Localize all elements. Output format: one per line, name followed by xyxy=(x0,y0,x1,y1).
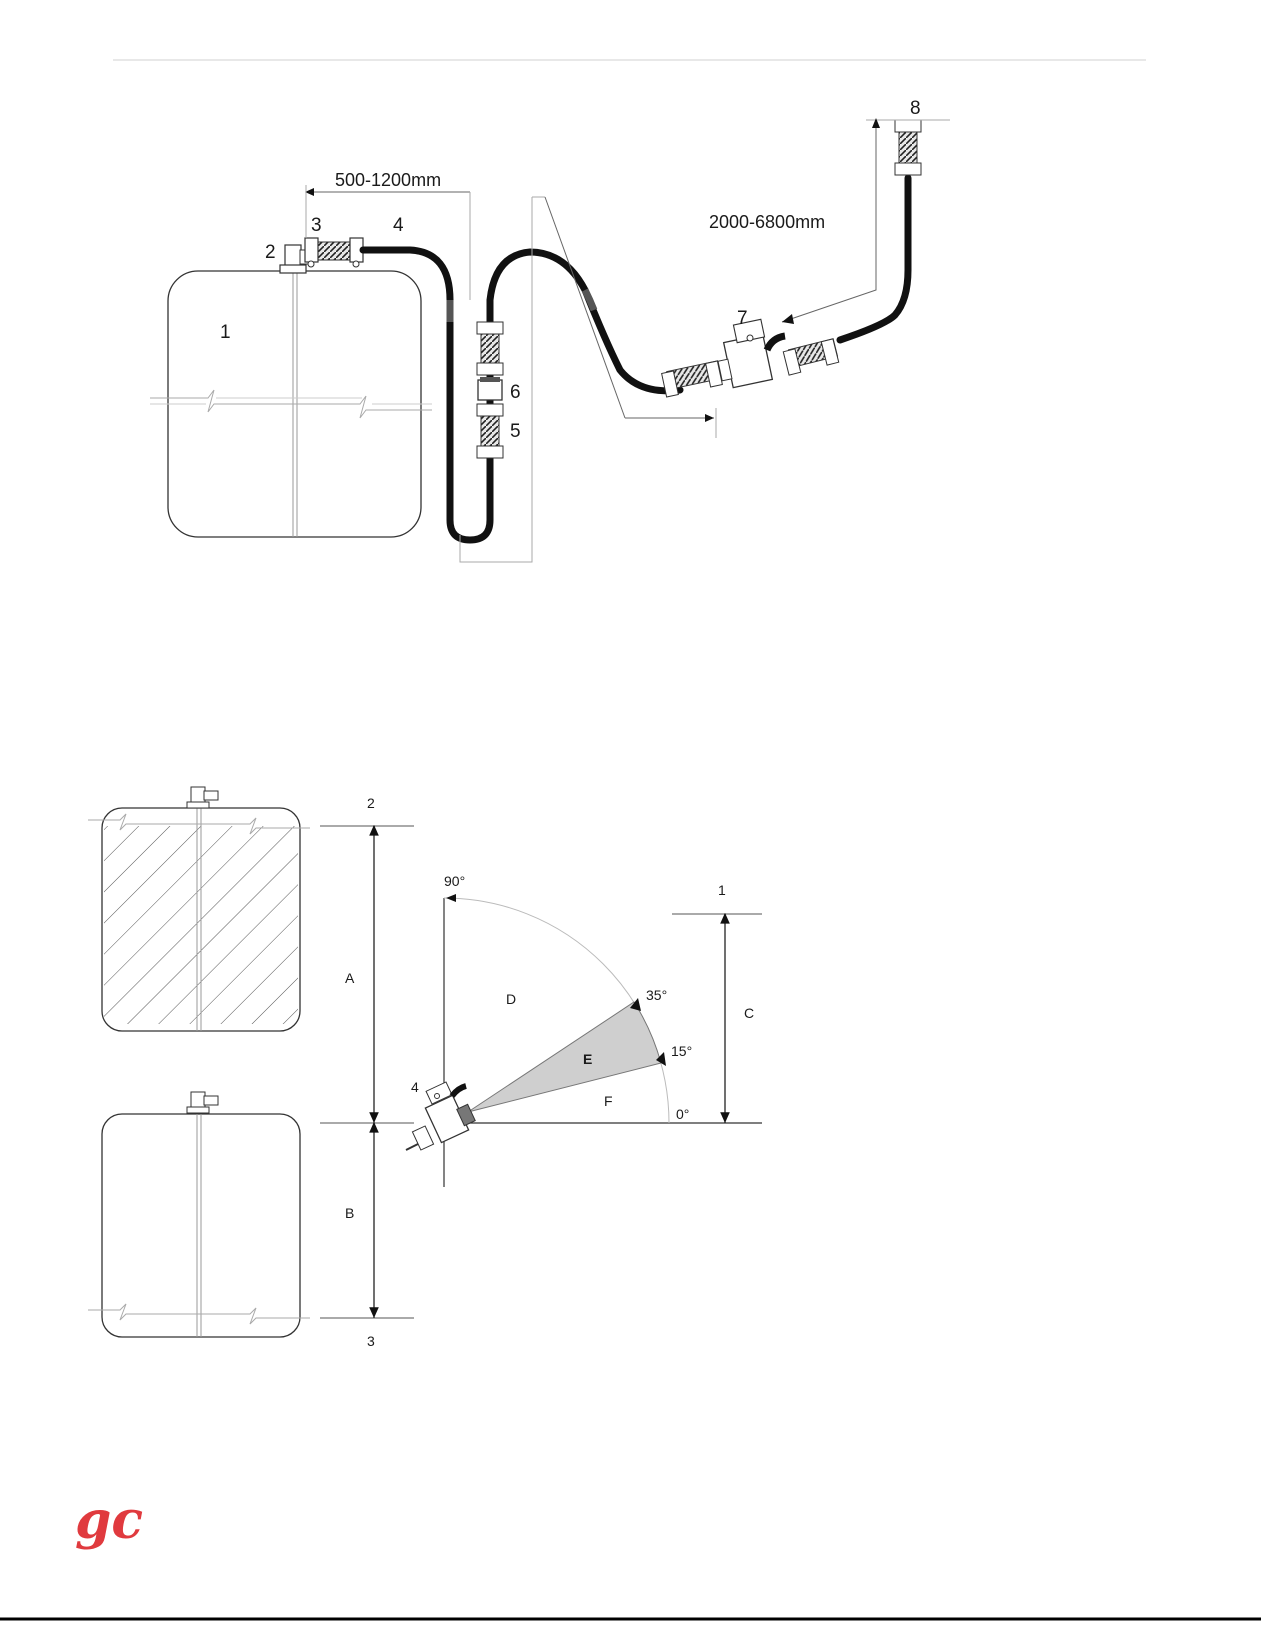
label-1: 1 xyxy=(220,322,231,343)
cable-hose-upper xyxy=(840,178,908,340)
label-1-bottom: 1 xyxy=(718,882,726,898)
angle-diagram: A B 2 3 C D E F 1 4 90 xyxy=(88,787,762,1349)
tank-upper-sender xyxy=(191,787,205,803)
label-f: F xyxy=(604,1093,613,1109)
dim-label-2000-6800: 2000-6800mm xyxy=(709,212,825,232)
label-b: B xyxy=(345,1205,354,1221)
logo-text: gc xyxy=(75,1490,143,1551)
label-c: C xyxy=(744,1005,754,1021)
angle-90: 90° xyxy=(444,873,465,889)
sector-e xyxy=(468,1002,661,1112)
label-d: D xyxy=(506,991,516,1007)
sensor-unit-7 xyxy=(718,319,785,387)
angle-35: 35° xyxy=(646,987,667,1003)
label-3-bottom: 3 xyxy=(367,1333,375,1349)
connector-6 xyxy=(478,380,502,400)
label-5: 5 xyxy=(510,421,521,442)
label-4: 4 xyxy=(393,215,404,236)
label-2: 2 xyxy=(265,242,276,263)
installation-diagram: 500-1200mm 2000-6800mm 1 2 3 4 5 6 7 8 xyxy=(150,98,950,562)
label-e: E xyxy=(583,1051,592,1067)
sender-unit xyxy=(285,245,301,267)
label-2-bottom: 2 xyxy=(367,795,375,811)
label-3: 3 xyxy=(311,215,322,236)
dim-label-500-1200: 500-1200mm xyxy=(335,170,441,190)
angle-15: 15° xyxy=(671,1043,692,1059)
tank-lower-sender xyxy=(191,1092,205,1108)
label-8: 8 xyxy=(910,98,921,119)
label-a: A xyxy=(345,970,355,986)
angle-0: 0° xyxy=(676,1106,689,1122)
label-6: 6 xyxy=(510,382,521,403)
brand-logo: gc xyxy=(75,1490,143,1551)
label-7: 7 xyxy=(737,308,748,329)
label-4-bottom: 4 xyxy=(411,1079,419,1095)
